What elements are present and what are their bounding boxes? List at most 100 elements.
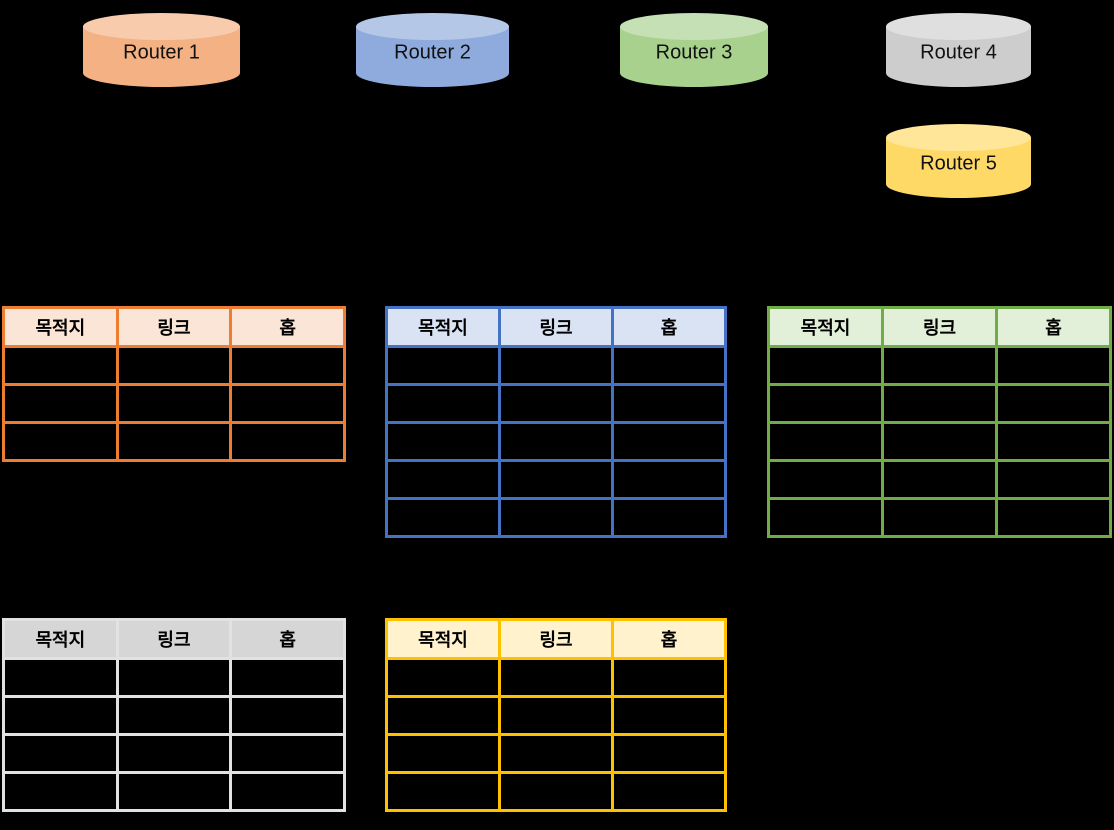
header-link: 링크 [498,306,614,348]
table-cell-empty [611,733,727,774]
table-cell-empty [498,657,614,698]
table-row [2,733,346,774]
header-destination: 목적지 [2,306,119,348]
header-row: 목적지 링크 홉 [2,306,346,348]
table-cell-empty [881,459,998,500]
table-cell-empty [2,345,119,386]
table-cell-empty [611,771,727,812]
table-row [2,771,346,812]
table-row [2,383,346,424]
table-row [385,345,727,386]
header-row: 목적지 링크 홉 [767,306,1112,348]
header-link: 링크 [498,618,614,660]
table-cell-empty [115,695,233,736]
table-cell-empty [611,497,727,538]
table-cell-empty [229,657,346,698]
table-row [767,497,1112,538]
table-cell-empty [498,421,614,462]
table-cell-empty [2,733,119,774]
table-row [767,383,1112,424]
table-row [385,695,727,736]
table-row [2,695,346,736]
routing-table-router-1: 목적지 링크 홉 [2,306,346,462]
cylinder-top-ellipse [356,13,509,40]
table-cell-empty [611,345,727,386]
router-2-label: Router 2 [394,41,471,64]
table-row [385,657,727,698]
table-cell-empty [611,695,727,736]
table-cell-empty [115,733,233,774]
table-cell-empty [881,497,998,538]
table-cell-empty [385,345,501,386]
table-cell-empty [498,733,614,774]
header-row: 목적지 링크 홉 [385,306,727,348]
header-link: 링크 [881,306,998,348]
table-cell-empty [2,421,119,462]
table-cell-empty [2,695,119,736]
table-cell-empty [611,459,727,500]
cylinder-top-ellipse [83,13,240,40]
header-destination: 목적지 [767,306,884,348]
table-cell-empty [115,345,233,386]
router-1-label: Router 1 [123,41,200,64]
table-cell-empty [498,383,614,424]
table-cell-empty [498,695,614,736]
table-row [767,345,1112,386]
table-cell-empty [611,657,727,698]
router-4-label: Router 4 [920,41,997,64]
table-row [767,421,1112,462]
table-cell-empty [385,459,501,500]
table-row [2,345,346,386]
table-cell-empty [995,459,1112,500]
router-5-cylinder: Router 5 [886,124,1031,198]
table-cell-empty [385,657,501,698]
header-hop: 홉 [611,306,727,348]
table-cell-empty [229,421,346,462]
router-1-cylinder: Router 1 [83,13,240,87]
header-hop: 홉 [995,306,1112,348]
table-row [385,497,727,538]
table-cell-empty [2,383,119,424]
header-hop: 홉 [229,618,346,660]
table-cell-empty [115,771,233,812]
table-row [767,459,1112,500]
routing-table-router-3: 목적지 링크 홉 [767,306,1112,538]
header-destination: 목적지 [385,306,501,348]
table-row [385,733,727,774]
table-cell-empty [115,657,233,698]
table-cell-empty [767,497,884,538]
table-cell-empty [611,421,727,462]
table-cell-empty [767,459,884,500]
table-cell-empty [115,383,233,424]
header-destination: 목적지 [2,618,119,660]
table-cell-empty [385,383,501,424]
table-cell-empty [385,421,501,462]
router-4-cylinder: Router 4 [886,13,1031,87]
cylinder-top-ellipse [886,13,1031,40]
table-cell-empty [385,695,501,736]
table-cell-empty [767,383,884,424]
header-row: 목적지 링크 홉 [385,618,727,660]
table-cell-empty [767,421,884,462]
table-cell-empty [385,733,501,774]
header-link: 링크 [115,618,233,660]
table-cell-empty [229,695,346,736]
table-cell-empty [229,733,346,774]
table-cell-empty [229,771,346,812]
cylinder-top-ellipse [886,124,1031,151]
routing-table-router-5: 목적지 링크 홉 [385,618,727,812]
table-cell-empty [385,771,501,812]
table-row [385,421,727,462]
table-cell-empty [229,383,346,424]
table-cell-empty [498,497,614,538]
cylinder-top-ellipse [620,13,768,40]
table-cell-empty [881,383,998,424]
router-5-label: Router 5 [920,152,997,175]
router-3-label: Router 3 [655,41,733,64]
routing-table-router-2: 목적지 링크 홉 [385,306,727,538]
table-cell-empty [995,497,1112,538]
routing-table-router-4: 목적지 링크 홉 [2,618,346,812]
table-cell-empty [881,345,998,386]
router-3-cylinder: Router 3 [620,13,768,87]
